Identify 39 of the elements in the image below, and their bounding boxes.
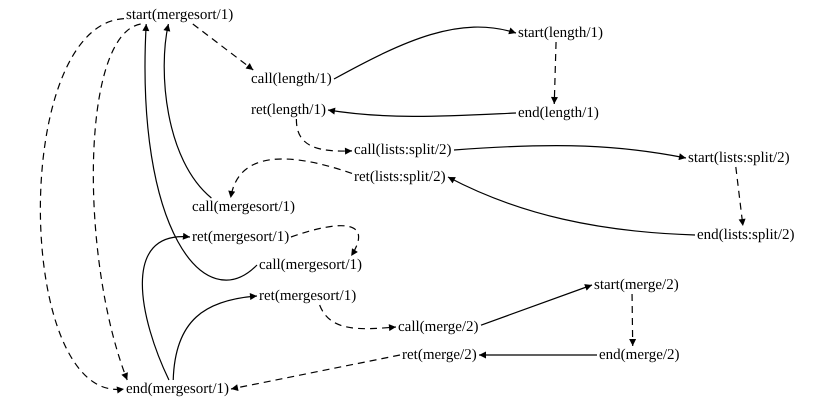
- arrow: [142, 234, 190, 380]
- event-label: end(lists:split/2): [695, 226, 796, 244]
- event-label: end(merge/2): [597, 346, 682, 364]
- arrow: [92, 23, 141, 380]
- event-label: call(merge/2): [396, 318, 481, 336]
- arrow: [296, 118, 352, 155]
- event-label: ret(length/1): [249, 101, 328, 119]
- event-label: ret(merge/2): [400, 346, 479, 364]
- arrow: [142, 24, 258, 280]
- arrow: [172, 293, 258, 380]
- arrow: [735, 166, 746, 226]
- arrow: [454, 145, 686, 160]
- event-label: start(length/1): [516, 24, 605, 42]
- arrow: [480, 284, 592, 326]
- event-label: end(length/1): [516, 104, 601, 122]
- arrow: [479, 352, 597, 358]
- event-label: start(lists:split/2): [686, 149, 792, 167]
- arrow: [319, 304, 396, 332]
- event-label: call(lists:split/2): [352, 141, 454, 159]
- event-label: call(mergesort/1): [257, 256, 364, 274]
- arrow: [328, 108, 516, 117]
- event-label: call(mergesort/1): [190, 198, 298, 216]
- arrow: [164, 24, 212, 198]
- arrow: [40, 18, 124, 392]
- event-label: start(mergesort/1): [124, 6, 236, 24]
- arrow: [230, 354, 400, 392]
- event-label: call(length/1): [249, 70, 334, 88]
- event-label: ret(mergesort/1): [190, 228, 292, 246]
- arrow: [228, 158, 352, 198]
- event-label: end(mergesort/1): [124, 380, 232, 398]
- event-label: ret(lists:split/2): [352, 168, 448, 186]
- arrow: [448, 176, 696, 236]
- event-label: start(merge/2): [592, 276, 681, 294]
- arrow: [290, 225, 360, 256]
- arrow: [334, 26, 516, 80]
- event-label: ret(mergesort/1): [257, 287, 358, 305]
- arrow: [192, 24, 254, 70]
- arrow: [629, 294, 636, 346]
- arrow: [550, 42, 558, 104]
